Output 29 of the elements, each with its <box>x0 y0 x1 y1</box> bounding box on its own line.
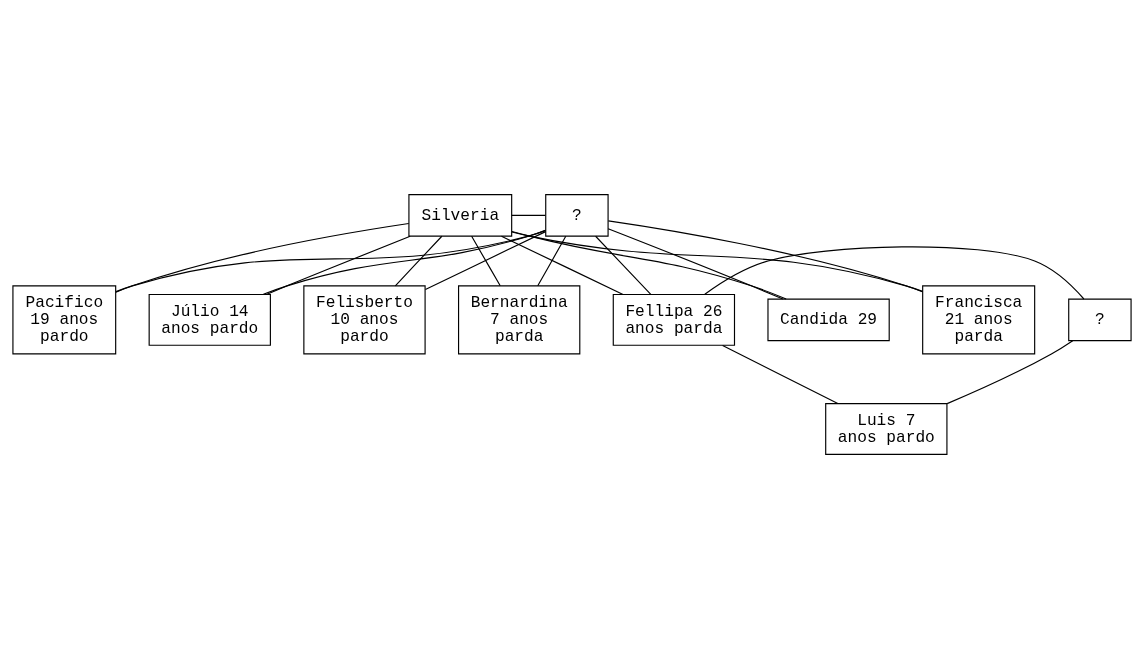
connector <box>607 219 923 292</box>
connector <box>500 235 624 295</box>
connector <box>511 214 546 216</box>
node-box: Francisca 21 anos parda <box>922 284 1036 354</box>
node-box: Júlio 14 anos pardo <box>148 293 271 346</box>
connector <box>511 231 924 292</box>
node-box: Felisberto 10 anos pardo <box>303 284 426 354</box>
node-box: Fellipa 26 anos parda <box>612 293 736 346</box>
connector <box>511 230 787 300</box>
connector <box>607 227 784 300</box>
connector <box>946 339 1074 404</box>
node-box: Luis 7 anos pardo <box>825 402 948 455</box>
connector <box>704 245 1085 300</box>
node-box: ? <box>545 193 609 237</box>
connector <box>595 235 652 295</box>
connector <box>115 229 547 292</box>
connector <box>722 344 839 404</box>
connector <box>115 222 410 293</box>
connector <box>471 235 501 286</box>
connector <box>394 235 443 286</box>
node-box: Silveria <box>408 193 513 237</box>
connector <box>266 235 411 295</box>
node-box: Candida 29 <box>767 298 890 341</box>
node-box: ? <box>1068 298 1132 341</box>
connector <box>262 229 546 295</box>
node-box: Pacifico 19 anos pardo <box>12 284 117 354</box>
connector <box>424 230 547 290</box>
node-box: Bernardina 7 anos parda <box>458 284 581 354</box>
connector <box>537 235 567 286</box>
